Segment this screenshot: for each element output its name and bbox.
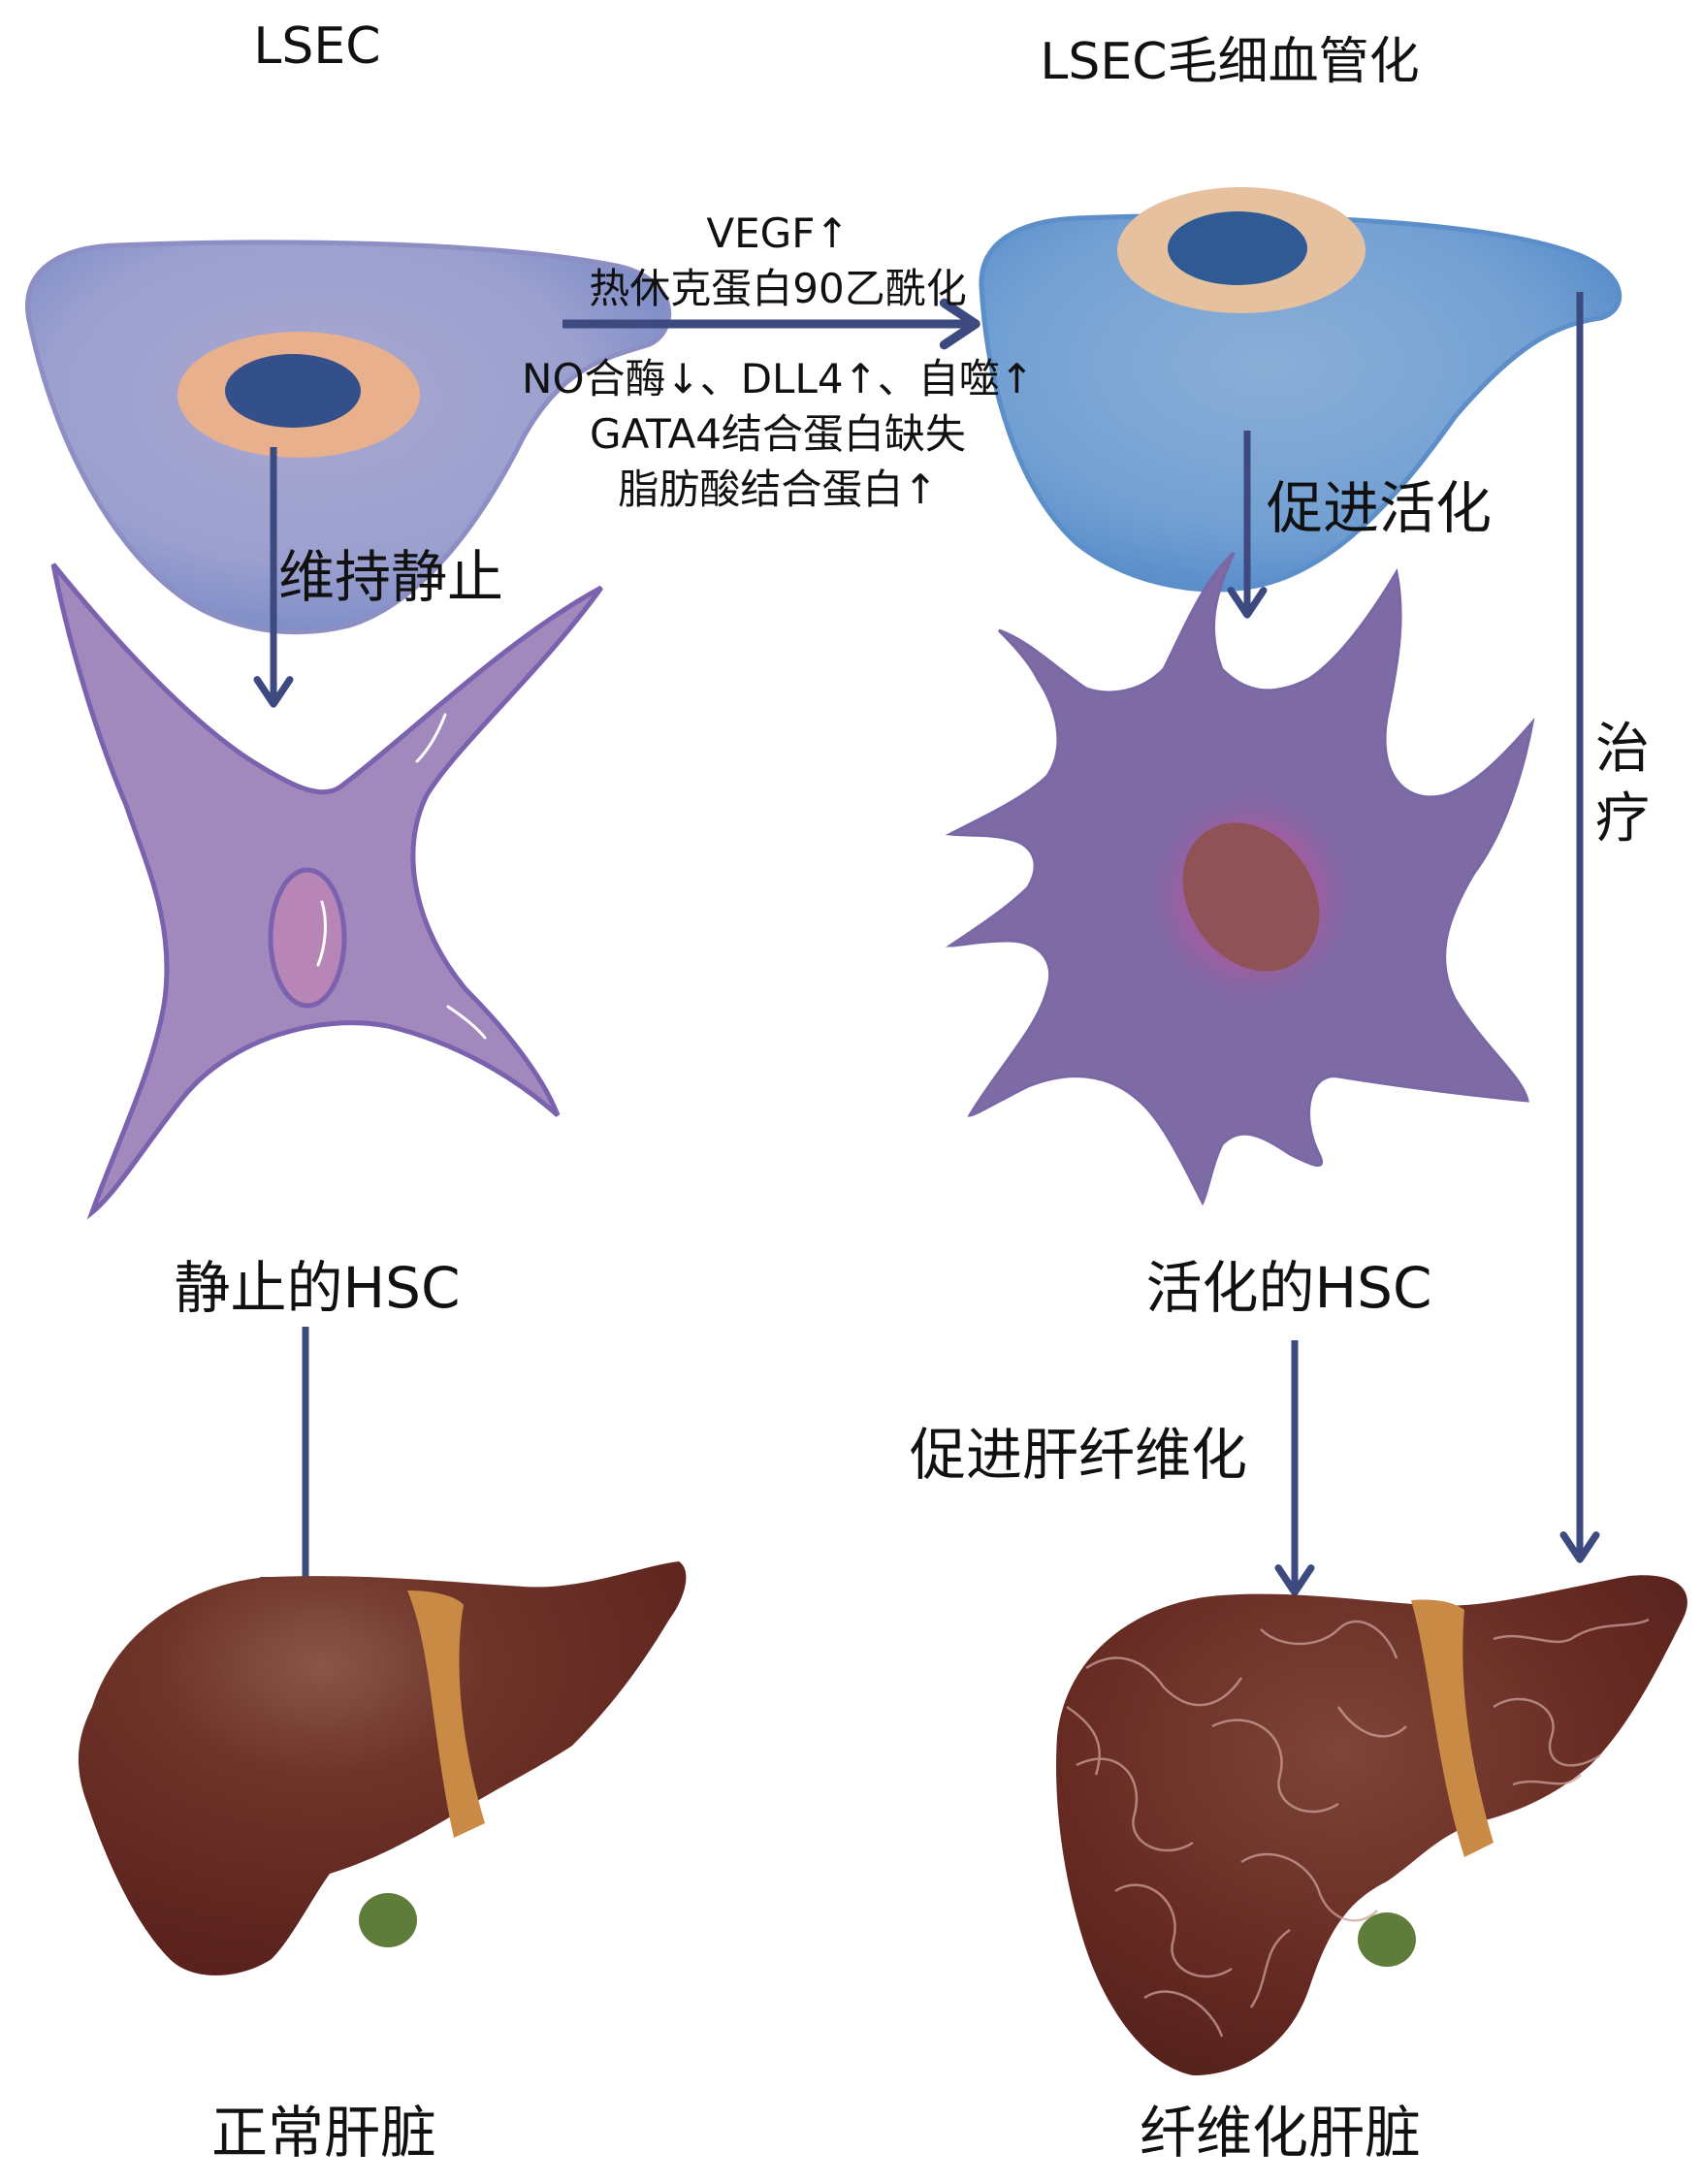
maintain-quiescence-label: 维持静止 — [278, 544, 504, 610]
falciform-ligament — [407, 1590, 485, 1838]
treatment-char-1: 治 — [1595, 718, 1650, 781]
treatment-char-2: 疗 — [1595, 787, 1650, 851]
promote-fibrosis-label: 促进肝纤维化 — [910, 1422, 1248, 1488]
nucleus — [1168, 211, 1307, 285]
lsec-capillarization-label: LSEC毛细血管化 — [1040, 33, 1420, 91]
mechanism-hsp90: 热休克蛋白90乙酰化 — [589, 265, 967, 312]
quiescent-hsc-cell — [50, 562, 604, 1220]
quiescent-hsc-nucleus — [268, 867, 347, 1009]
lsec-cell-capillarized — [979, 187, 1623, 593]
fibrotic-liver-label: 纤维化肝脏 — [1139, 2100, 1422, 2166]
gallbladder — [1358, 1912, 1416, 1967]
mechanism-vegf: VEGF↑ — [706, 209, 850, 257]
activated-hsc-cell — [945, 551, 1535, 1206]
mechanism-fabp: 脂肪酸结合蛋白↑ — [618, 466, 938, 513]
mechanism-nos-dll4-autophagy: NO合酶↓、DLL4↑、自噬↑ — [522, 355, 1034, 402]
lsec-label: LSEC — [253, 17, 381, 76]
mechanism-gata4: GATA4结合蛋白缺失 — [590, 410, 966, 458]
gallbladder — [359, 1893, 417, 1947]
fibrotic-liver — [1056, 1575, 1687, 2075]
inhibition-line — [260, 1327, 351, 1585]
activated-hsc-label: 活化的HSC — [1145, 1255, 1432, 1321]
normal-liver — [78, 1561, 687, 1975]
normal-liver-label: 正常肝脏 — [210, 2100, 437, 2166]
falciform-ligament — [1411, 1599, 1494, 1857]
nucleus — [225, 354, 361, 428]
activated-hsc-nucleus — [1182, 822, 1320, 972]
promote-activation-label: 促进活化 — [1267, 475, 1493, 541]
quiescent-hsc-label: 静止的HSC — [174, 1255, 461, 1321]
lsec-cell-normal — [25, 240, 672, 635]
fibrosis-texture — [1066, 1618, 1650, 2038]
capillarization-mechanisms: VEGF↑ 热休克蛋白90乙酰化 NO合酶↓、DLL4↑、自噬↑ GATA4结合… — [522, 206, 1034, 517]
treatment-label: 治 疗 — [1591, 715, 1654, 854]
